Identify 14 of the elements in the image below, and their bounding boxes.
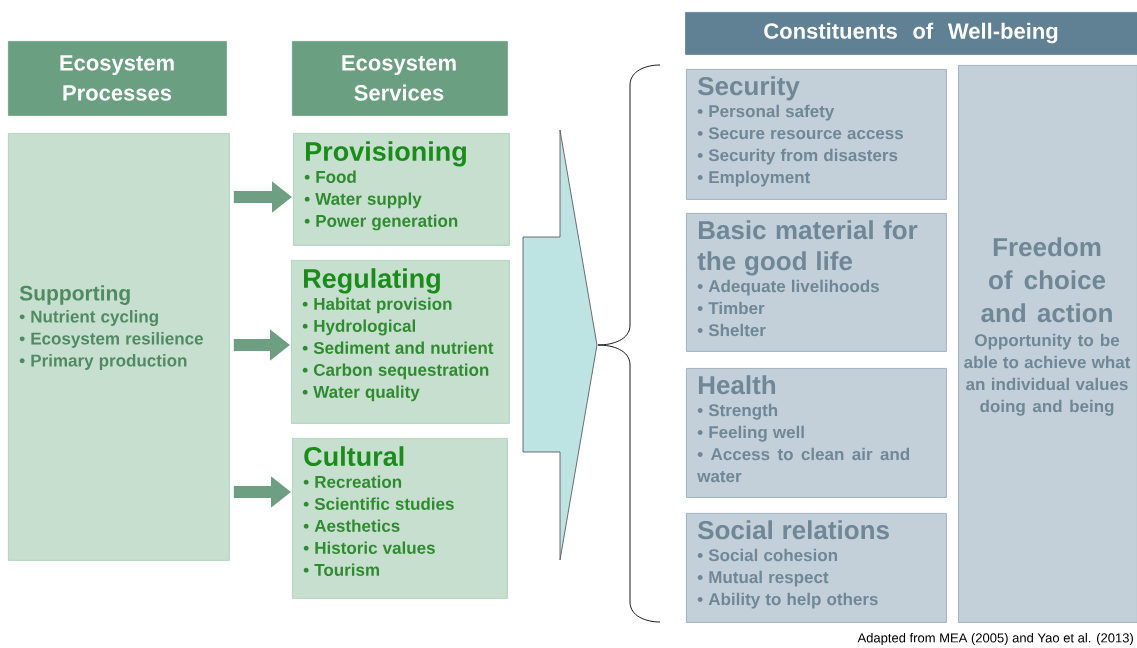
header-box: Constituents of Well-being <box>685 12 1137 55</box>
caption: Adapted from MEA (2005) and Yao et al. (2013) <box>857 632 1133 646</box>
wellbeing-box: Social relations • Social cohesion • Mutual respect • Ability to help others <box>686 513 947 623</box>
service-box: Regulating • Habitat provision • Hydrological • Sediment and nutrient • Carbon sequestration • Water quality <box>291 260 510 424</box>
header-box: Ecosystem Services <box>292 41 508 116</box>
wellbeing-box: Security • Personal safety • Secure resource access • Security from disasters • Employment <box>686 69 947 200</box>
wellbeing-box: Health • Strength • Feeling well • Access to clean air and water <box>686 368 947 498</box>
service-box: Cultural • Recreation • Scientific studies • Aesthetics • Historic values • Tourism <box>292 438 508 599</box>
wellbeing-box: Basic material for the good life • Adequate livelihoods • Timber • Shelter <box>686 213 947 352</box>
service-box: Provisioning • Food • Water supply • Power generation <box>293 133 510 246</box>
wellbeing-box: Freedom of choice and action Opportunity to be able to achieve what an individual values doing and being <box>958 65 1137 623</box>
process-box: Supporting • Nutrient cycling • Ecosystem resilience • Primary production <box>8 133 230 561</box>
header-box: Ecosystem Processes <box>8 41 227 116</box>
block-arrow <box>522 129 598 561</box>
